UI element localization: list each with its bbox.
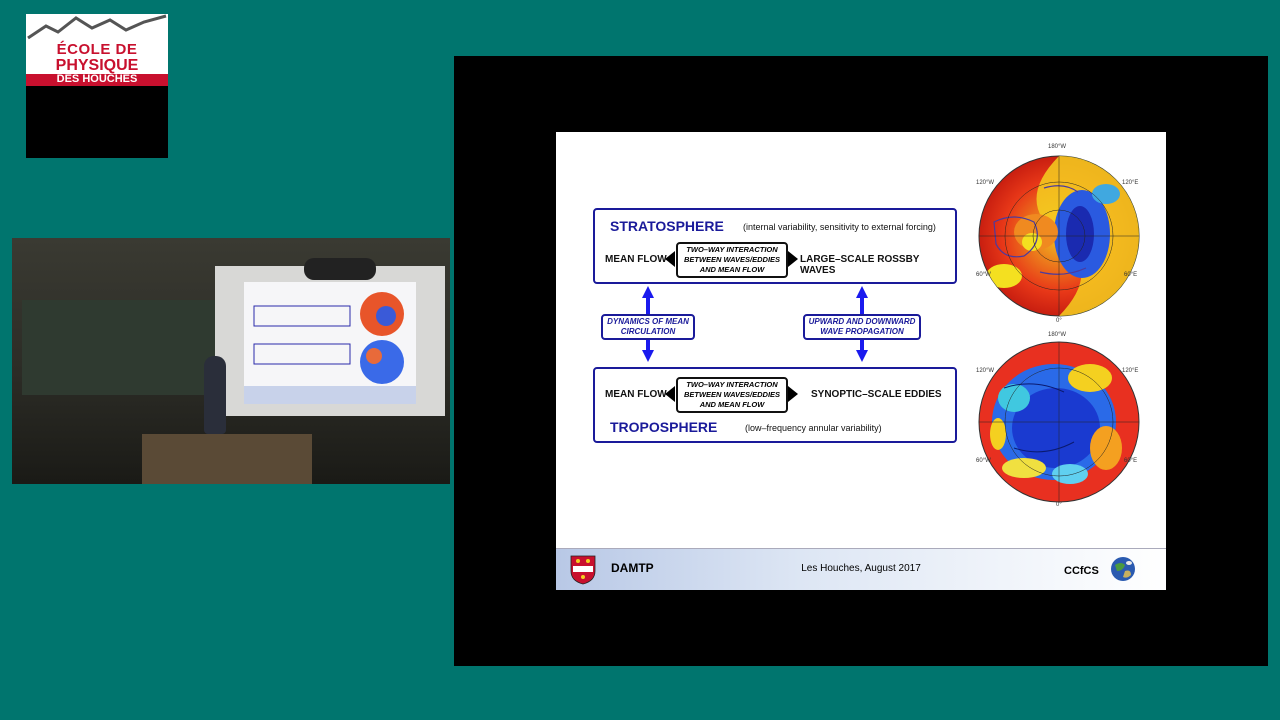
- polar-label-right-upper: 120°E: [1122, 180, 1139, 186]
- trop-interaction-line-3: AND MEAN FLOW: [699, 400, 765, 409]
- polar-label-left-lower: 60°W: [976, 272, 991, 278]
- wave-propagation-pill: UPWARD AND DOWNWARD WAVE PROPAGATION: [803, 314, 921, 340]
- camera-speaker: [204, 356, 226, 434]
- footer-event: Les Houches, August 2017: [801, 563, 921, 574]
- logo-banner: ÉCOLE DE PHYSIQUE DES HOUCHES: [26, 14, 168, 86]
- left-arrow-icon: [665, 251, 675, 267]
- logo-line-3: DES HOUCHES: [26, 74, 168, 86]
- polar-label-right-lower: 60°E: [1124, 272, 1138, 278]
- strat-interaction-line-2: BETWEEN WAVES/EDDIES: [683, 255, 781, 264]
- polar-label-bottom-2: 0°: [1056, 502, 1062, 508]
- polar-label-left-upper: 120°W: [976, 180, 995, 186]
- footer-damtp: DAMTP: [611, 561, 654, 575]
- stratosphere-title: STRATOSPHERE: [610, 218, 724, 234]
- globe-icon: [1111, 557, 1135, 581]
- dynamics-line-2: CIRCULATION: [620, 327, 676, 336]
- slide-footer: DAMTP Les Houches, August 2017 CCfCS: [556, 548, 1166, 590]
- troposphere-polar-map: [978, 341, 1140, 503]
- mountain-icon: [27, 14, 167, 40]
- polar-label-left-upper-2: 120°W: [976, 368, 995, 374]
- strat-interaction-box: TWO–WAY INTERACTION BETWEEN WAVES/EDDIES…: [676, 242, 788, 278]
- ecole-logo: ÉCOLE DE PHYSIQUE DES HOUCHES: [26, 14, 168, 158]
- trop-interaction-box: TWO–WAY INTERACTION BETWEEN WAVES/EDDIES…: [676, 377, 788, 413]
- polar-label-bottom: 0°: [1056, 318, 1062, 324]
- slide-viewport: STRATOSPHERE (internal variability, sens…: [454, 56, 1268, 666]
- polar-label-right-lower-2: 60°E: [1124, 458, 1138, 464]
- trop-interaction-line-2: BETWEEN WAVES/EDDIES: [683, 390, 781, 399]
- right-arrow-icon: [788, 251, 798, 267]
- strat-mean-flow-label: MEAN FLOW: [605, 254, 667, 265]
- strat-interaction-line-3: AND MEAN FLOW: [699, 265, 765, 274]
- camera-projector: [304, 258, 376, 280]
- propagation-line-2: WAVE PROPAGATION: [820, 327, 904, 336]
- speaker-camera-feed: [12, 238, 450, 484]
- troposphere-subtitle: (low–frequency annular variability): [745, 423, 882, 433]
- trop-mean-flow-label: MEAN FLOW: [605, 389, 667, 400]
- polar-label-top: 180°W: [1048, 144, 1067, 150]
- camera-slide-thumbnail: [244, 282, 416, 404]
- troposphere-title: TROPOSPHERE: [610, 419, 718, 435]
- stratosphere-polar-map: [978, 155, 1140, 317]
- footer-ccfcs: CCfCS: [1064, 565, 1099, 577]
- strat-rossby-waves-label: LARGE–SCALE ROSSBY WAVES: [800, 254, 920, 276]
- polar-label-right-upper-2: 120°E: [1122, 368, 1139, 374]
- slide: STRATOSPHERE (internal variability, sens…: [556, 132, 1166, 590]
- logo-line-2: PHYSIQUE: [55, 57, 139, 74]
- dynamics-line-1: DYNAMICS OF MEAN: [607, 317, 689, 326]
- stratosphere-subtitle: (internal variability, sensitivity to ex…: [743, 222, 936, 232]
- propagation-line-1: UPWARD AND DOWNWARD: [808, 317, 916, 326]
- polar-label-top-2: 180°W: [1048, 332, 1067, 338]
- logo-line-1: ÉCOLE DE: [56, 41, 138, 58]
- polar-label-left-lower-2: 60°W: [976, 458, 991, 464]
- trop-synoptic-eddies-label: SYNOPTIC–SCALE EDDIES: [811, 389, 942, 400]
- troposphere-box: MEAN FLOW TWO–WAY INTERACTION BETWEEN WA…: [593, 367, 957, 443]
- dynamics-mean-circulation-pill: DYNAMICS OF MEAN CIRCULATION: [601, 314, 695, 340]
- stratosphere-box: STRATOSPHERE (internal variability, sens…: [593, 208, 957, 284]
- camera-slide-shapes: [244, 292, 416, 404]
- camera-desk: [142, 434, 312, 484]
- left-arrow-icon: [665, 386, 675, 402]
- cambridge-crest-icon: [570, 555, 596, 585]
- camera-blackboard: [22, 300, 227, 395]
- strat-interaction-line-1: TWO–WAY INTERACTION: [686, 245, 778, 254]
- right-arrow-icon: [788, 386, 798, 402]
- trop-interaction-line-1: TWO–WAY INTERACTION: [686, 380, 778, 389]
